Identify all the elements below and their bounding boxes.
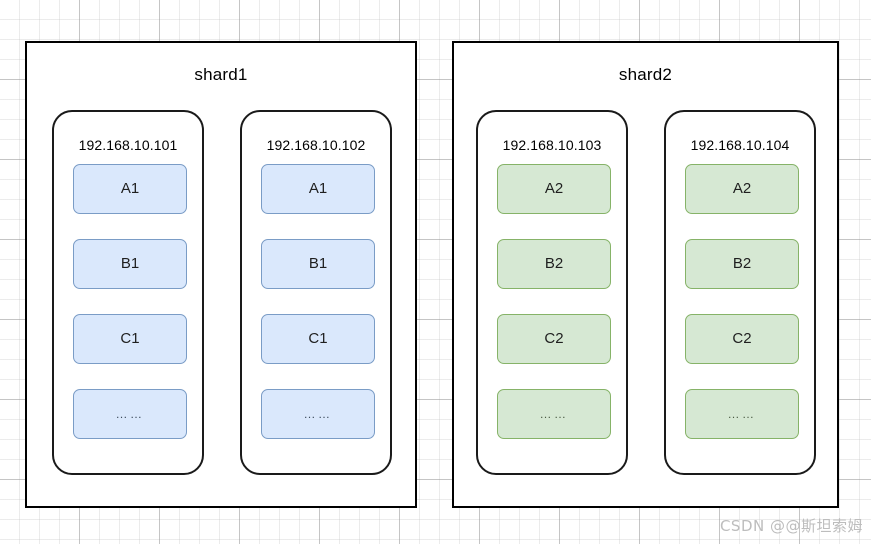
data-box[interactable]: C1 xyxy=(261,314,375,364)
host-ip-label: 192.168.10.101 xyxy=(78,137,178,153)
data-box[interactable]: C2 xyxy=(685,314,799,364)
shard-title-2: shard2 xyxy=(618,65,673,84)
data-box[interactable]: A2 xyxy=(685,164,799,214)
data-box[interactable]: C1 xyxy=(73,314,187,364)
host-card-192-168-10-101[interactable]: 192.168.10.101 A1 B1 C1 …… xyxy=(52,110,204,475)
shard-title-1: shard1 xyxy=(194,65,248,84)
data-box-stack: A2 B2 C2 …… xyxy=(685,164,799,439)
data-box[interactable]: B1 xyxy=(261,239,375,289)
host-card-192-168-10-104[interactable]: 192.168.10.104 A2 B2 C2 …… xyxy=(664,110,816,475)
data-box-ellipsis[interactable]: …… xyxy=(685,389,799,439)
host-card-192-168-10-103[interactable]: 192.168.10.103 A2 B2 C2 …… xyxy=(476,110,628,475)
data-box-stack: A1 B1 C1 …… xyxy=(73,164,187,439)
data-box[interactable]: A1 xyxy=(261,164,375,214)
data-box[interactable]: A1 xyxy=(73,164,187,214)
shard-container-1[interactable]: shard1 192.168.10.101 A1 B1 C1 …… 192.16… xyxy=(25,41,417,508)
data-box-stack: A1 B1 C1 …… xyxy=(261,164,375,439)
data-box-ellipsis[interactable]: …… xyxy=(73,389,187,439)
host-card-192-168-10-102[interactable]: 192.168.10.102 A1 B1 C1 …… xyxy=(240,110,392,475)
data-box[interactable]: B1 xyxy=(73,239,187,289)
data-box-ellipsis[interactable]: …… xyxy=(497,389,611,439)
data-box[interactable]: B2 xyxy=(497,239,611,289)
host-ip-label: 192.168.10.104 xyxy=(690,137,790,153)
shard-container-2[interactable]: shard2 192.168.10.103 A2 B2 C2 …… 192.16… xyxy=(452,41,839,508)
data-box-ellipsis[interactable]: …… xyxy=(261,389,375,439)
data-box[interactable]: A2 xyxy=(497,164,611,214)
host-ip-label: 192.168.10.103 xyxy=(502,137,602,153)
data-box[interactable]: B2 xyxy=(685,239,799,289)
data-box-stack: A2 B2 C2 …… xyxy=(497,164,611,439)
csdn-watermark: CSDN @@斯坦索姆 xyxy=(719,517,863,535)
data-box[interactable]: C2 xyxy=(497,314,611,364)
host-ip-label: 192.168.10.102 xyxy=(266,137,366,153)
